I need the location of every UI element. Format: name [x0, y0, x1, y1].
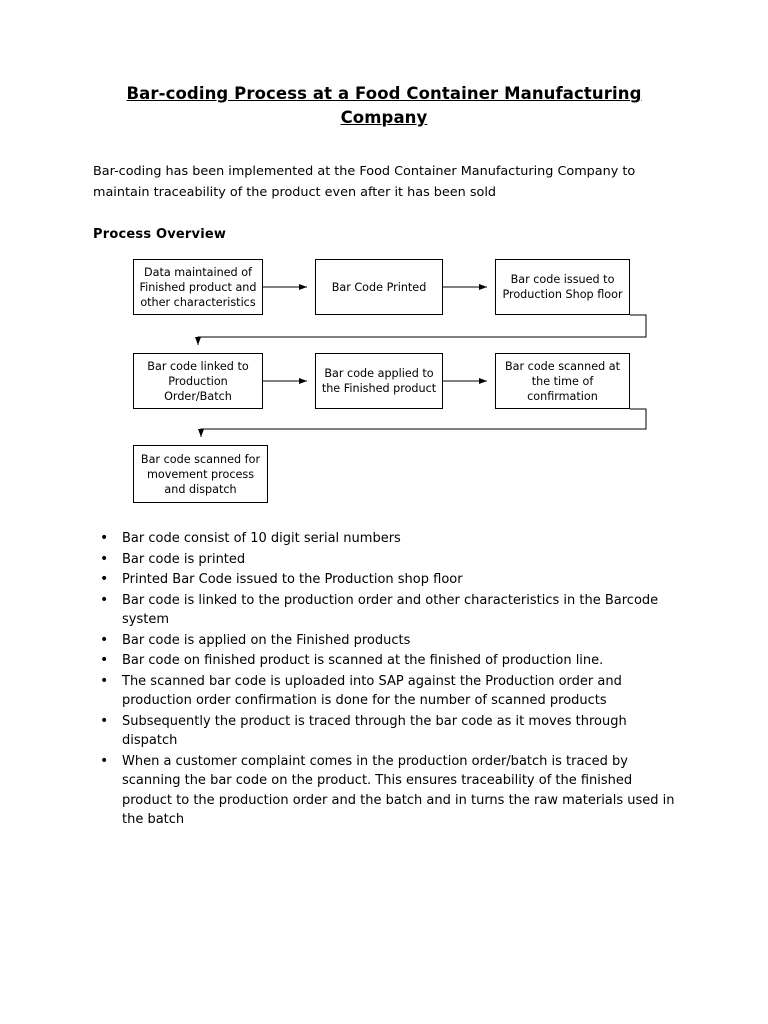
page-title-line-2: Company [340, 108, 428, 127]
bullet-list-container: Bar code consist of 10 digit serial numb… [96, 529, 676, 831]
flow-node-4: Bar code linked to Production Order/Batc… [133, 353, 263, 409]
bullet-list: Bar code consist of 10 digit serial numb… [96, 529, 676, 830]
list-item: Bar code is applied on the Finished prod… [100, 631, 676, 651]
list-item: Subsequently the product is traced throu… [100, 712, 676, 751]
list-item: Bar code is linked to the production ord… [100, 591, 676, 630]
list-item: The scanned bar code is uploaded into SA… [100, 672, 676, 711]
page-title: Bar-coding Process at a Food Container M… [96, 82, 672, 130]
list-item: Printed Bar Code issued to the Productio… [100, 570, 676, 590]
list-item: Bar code on finished product is scanned … [100, 651, 676, 671]
section-heading-process-overview: Process Overview [93, 227, 227, 242]
flow-node-2: Bar Code Printed [315, 259, 443, 315]
flow-node-5: Bar code applied to the Finished product [315, 353, 443, 409]
flow-node-6: Bar code scanned at the time of confirma… [495, 353, 630, 409]
flow-node-7: Bar code scanned for movement process an… [133, 445, 268, 503]
list-item: Bar code is printed [100, 550, 676, 570]
list-item: When a customer complaint comes in the p… [100, 752, 676, 830]
flow-node-3: Bar code issued to Production Shop floor [495, 259, 630, 315]
list-item: Bar code consist of 10 digit serial numb… [100, 529, 676, 549]
intro-paragraph: Bar-coding has been implemented at the F… [93, 164, 636, 200]
page-title-line-1: Bar-coding Process at a Food Container M… [126, 84, 642, 103]
flow-node-1: Data maintained of Finished product and … [133, 259, 263, 315]
process-flowchart: Data maintained of Finished product and … [93, 255, 653, 510]
flowchart-connectors [195, 284, 647, 437]
